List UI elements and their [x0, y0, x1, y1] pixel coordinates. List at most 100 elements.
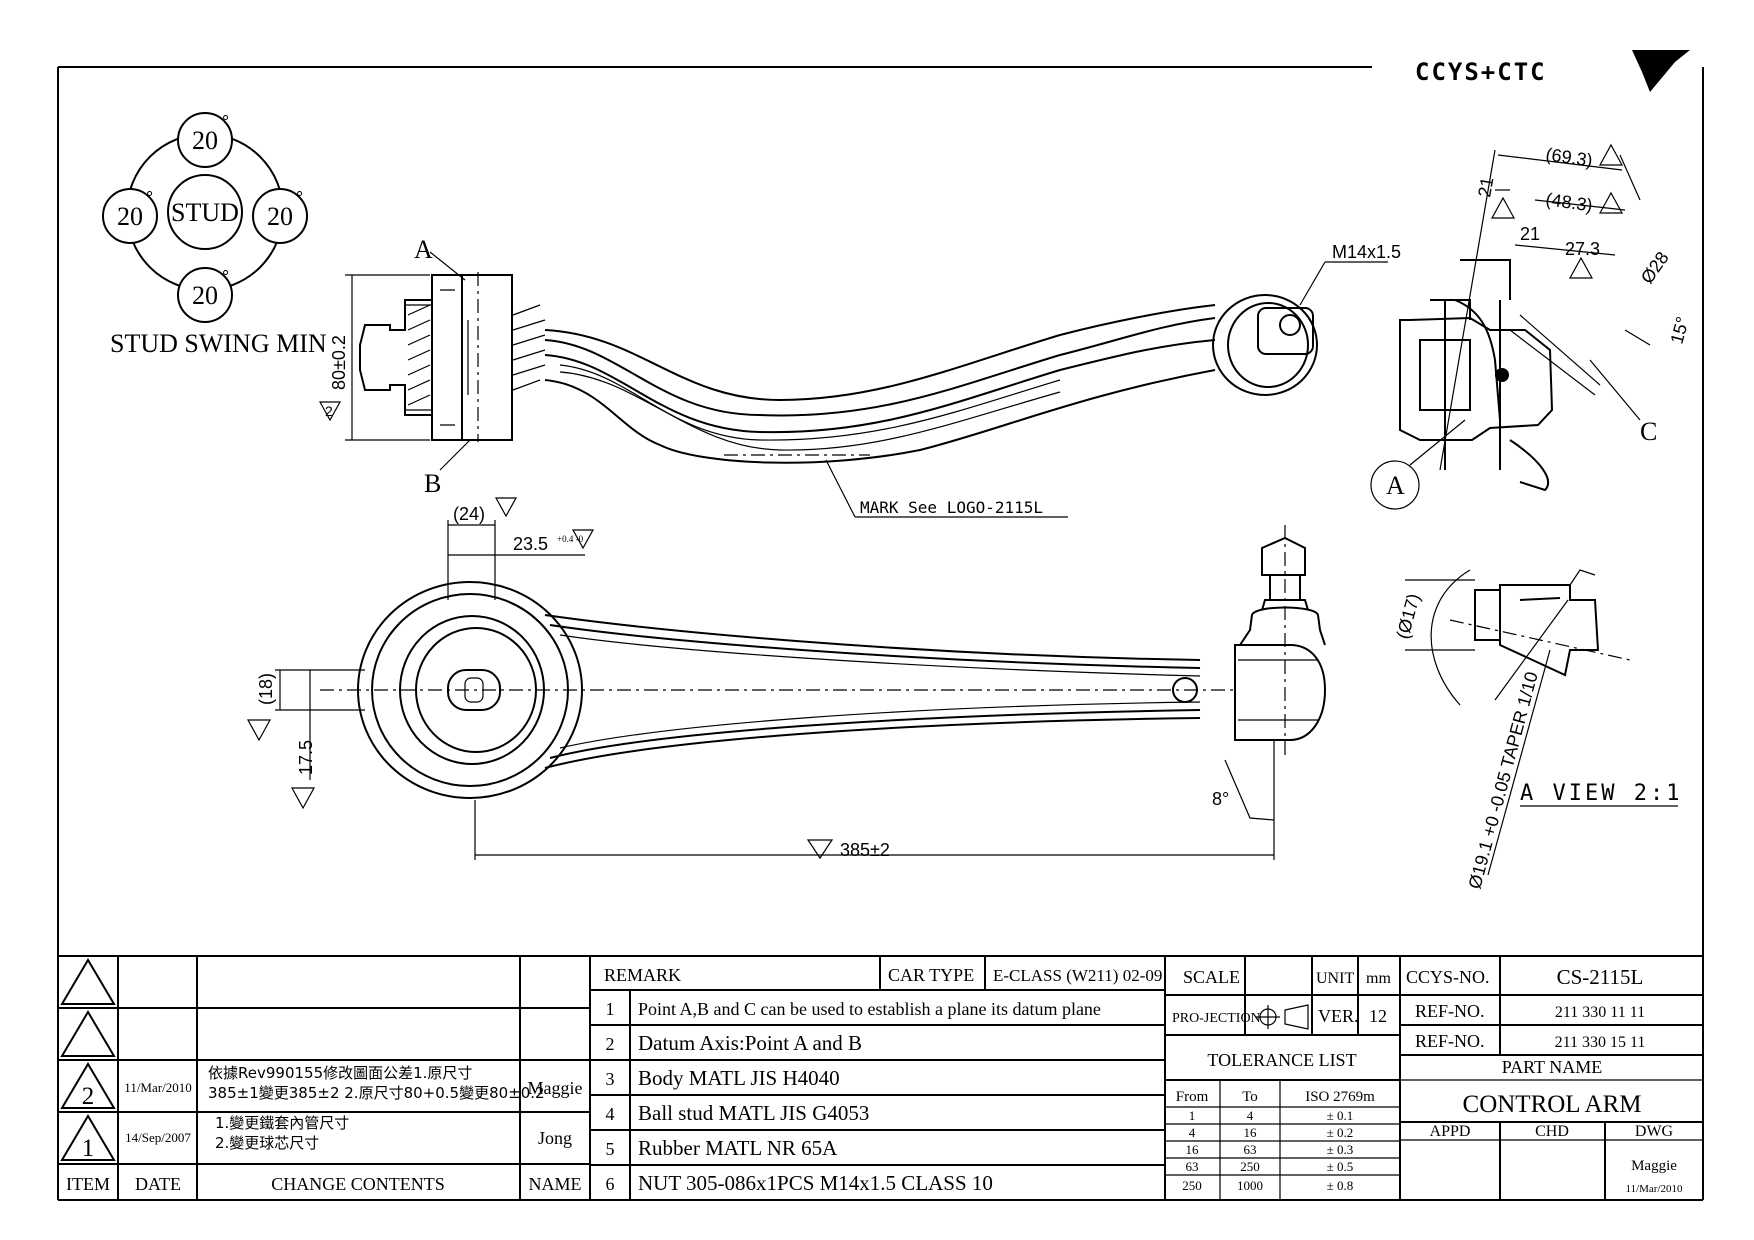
brand-emblem-icon [1632, 50, 1690, 92]
point-b-label: B [424, 469, 441, 498]
car-type-label: CAR TYPE [888, 965, 974, 985]
brand-logo-text: CCYS+CTC [1415, 58, 1547, 86]
ref-no-2: 211 330 15 11 [1555, 1034, 1646, 1051]
rev-1-date: 14/Sep/2007 [125, 1130, 191, 1145]
drawn-by: Maggie [1631, 1158, 1677, 1174]
joint-section-view: (69.3) 21 (48.3) 21 27.3 Ø28 15° C A [1370, 143, 1693, 510]
tol-2-to: 16 [1244, 1125, 1258, 1140]
swing-left-value: 20 [117, 202, 143, 231]
rev-2-contents-2: 385±1變更385±2 2.原尺寸80+0.5變更80±0.2 [208, 1084, 545, 1102]
chd-label: CHD [1535, 1123, 1569, 1140]
remark-text-2: Datum Axis:Point A and B [638, 1031, 862, 1055]
stud-label: STUD [171, 198, 239, 227]
thread-label: M14x1.5 [1332, 242, 1401, 262]
angle-8: 8° [1212, 789, 1229, 809]
degree-mark-left: ° [146, 188, 153, 208]
mark-note: MARK See LOGO-2115L [860, 498, 1043, 517]
tol-1-to: 4 [1247, 1108, 1254, 1123]
ver-label: VER. [1318, 1006, 1359, 1026]
dim-24: (24) [453, 504, 485, 524]
tol-2-value: ± 0.2 [1327, 1125, 1354, 1140]
part-name-value: CONTROL ARM [1463, 1091, 1642, 1118]
header-date: DATE [135, 1174, 181, 1194]
remark-text-6: NUT 305-086x1PCS M14x1.5 CLASS 10 [638, 1171, 993, 1195]
remark-no-5: 5 [606, 1139, 615, 1159]
degree-mark-bottom: ° [222, 267, 229, 287]
appd-label: APPD [1430, 1123, 1471, 1140]
remark-no-2: 2 [606, 1034, 615, 1054]
dim-height-flag: 2 [325, 403, 333, 419]
degree-mark-right: ° [296, 188, 303, 208]
ref-label-2: REF-NO. [1415, 1031, 1485, 1051]
a-view-caption: A VIEW 2:1 [1520, 781, 1682, 806]
swing-bottom-value: 20 [192, 281, 218, 310]
remark-no-1: 1 [606, 999, 615, 1019]
brand-logo: CCYS+CTC [1415, 50, 1690, 92]
side-view: 80±0.2 2 A B M14x1.5 MARK See LOGO-2115L [318, 235, 1401, 518]
tol-4-value: ± 0.5 [1327, 1159, 1354, 1174]
tol-4-from: 63 [1186, 1159, 1199, 1174]
dim-69: (69.3) [1544, 144, 1593, 170]
dim-21a: 21 [1474, 175, 1497, 198]
tol-3-to: 63 [1244, 1142, 1257, 1157]
tol-5-value: ± 0.8 [1327, 1178, 1354, 1193]
tol-from-header: From [1176, 1089, 1209, 1105]
tol-2-from: 4 [1189, 1125, 1196, 1140]
stud-swing-diagram: STUD 20 20 20 20 ° ° ° ° STUD SWING MIN [102, 112, 327, 358]
point-c-label: C [1640, 417, 1657, 446]
dim-385-value: 385±2 [840, 840, 890, 860]
remark-text-3: Body MATL JIS H4040 [638, 1066, 840, 1090]
tolerance-title: TOLERANCE LIST [1207, 1050, 1356, 1070]
dim-23-value: 23.5 [513, 534, 548, 554]
tol-iso-header: ISO 2769m [1305, 1089, 1375, 1105]
swing-top-value: 20 [192, 126, 218, 155]
plan-view: (24) 23.5 +0.4 -0 (18) 17.5 385±2 8° [246, 497, 1327, 860]
rev-2-name: Maggie [528, 1078, 583, 1098]
dim-17-value: 17.5 [296, 740, 316, 775]
dim-21b: 21 [1520, 224, 1540, 244]
ref-label-1: REF-NO. [1415, 1001, 1485, 1021]
tol-3-from: 16 [1186, 1142, 1200, 1157]
tol-5-to: 1000 [1237, 1178, 1263, 1193]
tol-5-from: 250 [1182, 1178, 1202, 1193]
rev-1-item: 1 [82, 1135, 95, 1162]
degree-mark-top: ° [222, 112, 229, 132]
dim-height-value: 80±0.2 [329, 335, 349, 390]
projection-label: PRO-JECTION [1172, 1011, 1261, 1026]
point-a-circle-label: A [1386, 471, 1405, 500]
title-block [58, 955, 1703, 1201]
rev-1-contents-1: 1.變更鐵套內管尺寸 [215, 1114, 349, 1132]
ccys-no: CS-2115L [1557, 965, 1644, 989]
a-view-detail: (Ø17) Ø19.1 +0 -0.05 TAPER 1/10 A VIEW 2… [1393, 569, 1682, 891]
tol-1-from: 1 [1189, 1108, 1196, 1123]
stud-swing-caption: STUD SWING MIN [110, 329, 327, 358]
rev-1-name: Jong [538, 1128, 572, 1148]
remark-label: REMARK [604, 965, 681, 985]
dim-d28: Ø28 [1637, 248, 1673, 287]
remark-text-1: Point A,B and C can be used to establish… [638, 999, 1101, 1019]
ccys-label: CCYS-NO. [1406, 967, 1490, 987]
dwg-label: DWG [1635, 1123, 1674, 1140]
part-name-label: PART NAME [1502, 1057, 1602, 1077]
angle-15: 15° [1667, 315, 1693, 346]
header-item: ITEM [66, 1174, 110, 1194]
header-name: NAME [529, 1174, 582, 1194]
remark-text-4: Ball stud MATL JIS G4053 [638, 1101, 869, 1125]
tol-4-to: 250 [1240, 1159, 1260, 1174]
remark-no-4: 4 [606, 1104, 615, 1124]
tol-to-header: To [1242, 1089, 1258, 1105]
remark-no-6: 6 [606, 1174, 615, 1194]
tol-3-value: ± 0.3 [1327, 1142, 1354, 1157]
scale-label: SCALE [1183, 967, 1240, 987]
point-a-label: A [414, 235, 433, 264]
dim-27: 27.3 [1565, 239, 1600, 259]
header-contents: CHANGE CONTENTS [271, 1174, 445, 1194]
remark-no-3: 3 [606, 1069, 615, 1089]
projection-symbol-icon [1256, 1004, 1309, 1030]
unit-value: mm [1366, 970, 1391, 987]
dim-d17: (Ø17) [1393, 591, 1424, 641]
remark-text-5: Rubber MATL NR 65A [638, 1136, 838, 1160]
ver-value: 12 [1369, 1006, 1387, 1026]
drawn-date: 11/Mar/2010 [1625, 1183, 1683, 1195]
